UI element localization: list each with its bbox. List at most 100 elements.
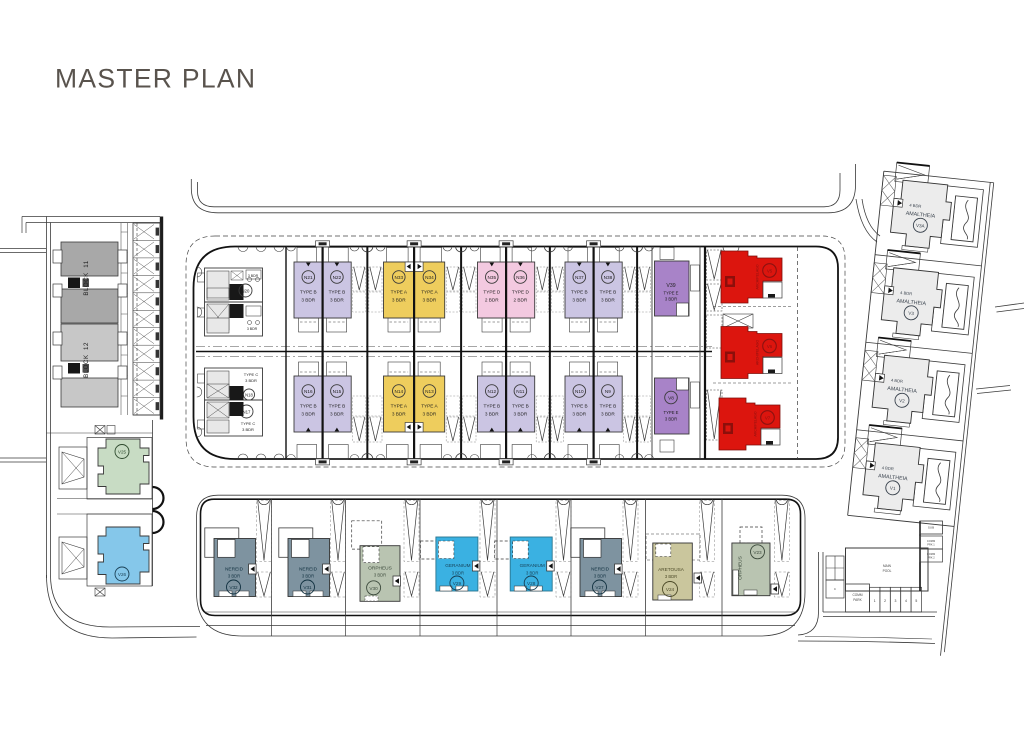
svg-text:N37: N37 xyxy=(575,275,584,280)
svg-text:4 BDR: 4 BDR xyxy=(909,203,922,209)
svg-text:3 BDR: 3 BDR xyxy=(302,574,314,579)
svg-text:N38: N38 xyxy=(604,275,613,280)
svg-text:N14: N14 xyxy=(394,389,403,394)
svg-text:V32: V32 xyxy=(229,585,238,590)
svg-text:PRK 2: PRK 2 xyxy=(927,556,935,560)
svg-text:MASTER PLAN: MASTER PLAN xyxy=(55,64,256,94)
svg-text:3 BDR: 3 BDR xyxy=(245,378,257,383)
svg-text:TYPE A: TYPE A xyxy=(391,404,408,409)
svg-text:V28: V28 xyxy=(527,581,536,586)
svg-text:4: 4 xyxy=(905,599,907,603)
svg-text:GERANIUM: GERANIUM xyxy=(520,563,545,568)
svg-text:3 BDR: 3 BDR xyxy=(301,412,315,417)
svg-text:N33: N33 xyxy=(394,275,403,280)
svg-text:ARCHIPELAGO: ARCHIPELAGO xyxy=(754,411,758,437)
svg-text:N12: N12 xyxy=(487,389,496,394)
svg-text:AMALTHEIA: AMALTHEIA xyxy=(905,211,936,220)
svg-text:TYPE B: TYPE B xyxy=(600,404,617,409)
svg-text:TYPE B: TYPE B xyxy=(300,404,317,409)
svg-text:3 BDR: 3 BDR xyxy=(594,574,606,579)
svg-text:N17: N17 xyxy=(243,410,251,415)
svg-text:TYPE A: TYPE A xyxy=(421,404,438,409)
svg-text:2 BDR: 2 BDR xyxy=(513,298,527,303)
svg-text:3 BDR: 3 BDR xyxy=(392,298,406,303)
svg-text:AMALTHEIA: AMALTHEIA xyxy=(878,473,909,482)
svg-text:TYPE E: TYPE E xyxy=(664,291,679,296)
svg-text:3 BDR: 3 BDR xyxy=(374,572,386,577)
svg-text:N18: N18 xyxy=(245,393,253,398)
svg-text:V1: V1 xyxy=(890,486,897,492)
svg-text:3 BDR: 3 BDR xyxy=(228,574,240,579)
svg-text:3: 3 xyxy=(895,599,897,603)
svg-text:3 BDR: 3 BDR xyxy=(601,298,615,303)
svg-text:3 BDR: 3 BDR xyxy=(526,571,538,576)
svg-text:3 BDR: 3 BDR xyxy=(247,327,258,331)
svg-text:V31: V31 xyxy=(303,585,312,590)
svg-text:COMM: COMM xyxy=(927,539,935,543)
svg-text:5: 5 xyxy=(915,599,917,603)
svg-text:N21: N21 xyxy=(304,275,313,280)
svg-text:TYPE C: TYPE C xyxy=(241,421,256,426)
svg-text:1: 1 xyxy=(874,599,876,603)
svg-text:NEREID: NEREID xyxy=(299,567,318,573)
svg-text:V2: V2 xyxy=(899,398,906,404)
svg-text:N36: N36 xyxy=(516,275,525,280)
svg-text:V3A: V3A xyxy=(916,223,926,229)
svg-text:MAIN: MAIN xyxy=(883,564,892,568)
svg-text:V6: V6 xyxy=(767,344,773,349)
svg-text:3 BDR: 3 BDR xyxy=(665,297,677,302)
svg-text:N35: N35 xyxy=(487,275,496,280)
svg-text:3 BDR: 3 BDR xyxy=(601,412,615,417)
svg-text:PARK: PARK xyxy=(853,598,862,602)
svg-text:2 BDR: 2 BDR xyxy=(485,298,499,303)
svg-text:TYPE D: TYPE D xyxy=(483,290,501,295)
svg-text:TYPE C: TYPE C xyxy=(244,372,259,377)
svg-text:3 BDR: 3 BDR xyxy=(572,298,586,303)
svg-text:TYPE A: TYPE A xyxy=(391,290,408,295)
svg-text:N10: N10 xyxy=(575,389,584,394)
svg-text:ORPHEUS: ORPHEUS xyxy=(738,556,744,580)
svg-text:3 BDR: 3 BDR xyxy=(452,571,464,576)
svg-text:3 BDR: 3 BDR xyxy=(422,412,436,417)
svg-text:N9: N9 xyxy=(605,389,611,394)
svg-text:4 BDR: 4 BDR xyxy=(882,465,895,471)
svg-text:V3: V3 xyxy=(908,311,915,317)
svg-text:V25: V25 xyxy=(118,450,127,455)
svg-text:NEREID: NEREID xyxy=(591,567,610,573)
svg-text:V27: V27 xyxy=(595,585,604,590)
svg-text:AMALTHEIA: AMALTHEIA xyxy=(896,298,927,307)
svg-text:3 BDR: 3 BDR xyxy=(330,298,344,303)
svg-text:TYPE B: TYPE B xyxy=(300,290,317,295)
svg-text:BLOCK 11: BLOCK 11 xyxy=(83,260,90,295)
svg-text:TYPE D: TYPE D xyxy=(512,290,530,295)
svg-text:BLOCK 12: BLOCK 12 xyxy=(83,342,90,378)
svg-text:V29: V29 xyxy=(453,581,462,586)
svg-text:GERANIUM: GERANIUM xyxy=(445,563,470,568)
svg-text:2: 2 xyxy=(884,599,886,603)
svg-text:POOL: POOL xyxy=(883,569,892,573)
svg-text:N20: N20 xyxy=(242,289,250,294)
svg-text:3 BDR: 3 BDR xyxy=(248,274,259,278)
svg-text:TYPE B: TYPE B xyxy=(571,290,588,295)
svg-text:3 BDR: 3 BDR xyxy=(665,574,677,579)
svg-text:AMALTHEIA: AMALTHEIA xyxy=(887,386,918,395)
svg-text:N22: N22 xyxy=(333,275,342,280)
svg-text:3 BDR: 3 BDR xyxy=(485,412,499,417)
svg-text:3 BDR: 3 BDR xyxy=(572,412,586,417)
svg-text:V30: V30 xyxy=(369,586,378,591)
svg-text:3 BDR: 3 BDR xyxy=(665,417,677,422)
svg-text:ARCHIPELAGO: ARCHIPELAGO xyxy=(756,340,760,366)
svg-text:V5: V5 xyxy=(767,269,773,274)
svg-text:C: C xyxy=(834,587,837,591)
svg-text:ORPHEUS: ORPHEUS xyxy=(368,565,392,571)
svg-text:TYPE B: TYPE B xyxy=(600,290,617,295)
svg-text:N15: N15 xyxy=(333,389,342,394)
svg-text:3 BDR: 3 BDR xyxy=(513,412,527,417)
svg-text:PRK 1: PRK 1 xyxy=(927,543,935,547)
svg-text:N16: N16 xyxy=(304,389,313,394)
svg-text:V23: V23 xyxy=(753,550,762,555)
svg-text:N13: N13 xyxy=(425,389,434,394)
svg-text:V26: V26 xyxy=(118,572,127,577)
svg-text:ARETOUSA: ARETOUSA xyxy=(658,567,685,572)
svg-text:TYPE B: TYPE B xyxy=(483,404,500,409)
